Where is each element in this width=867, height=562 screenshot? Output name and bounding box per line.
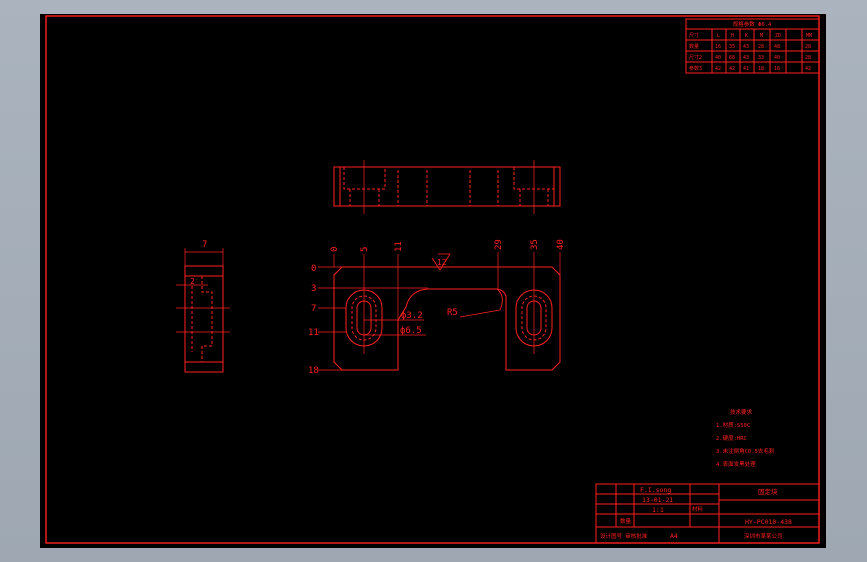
left-dim-11: 11 bbox=[308, 328, 319, 338]
title-block-text: F.I.song 13-01-21 1:1 固定块 HY-PC010-438 材… bbox=[600, 486, 792, 540]
svg-text:数量: 数量 bbox=[689, 43, 699, 50]
svg-text:L: L bbox=[717, 33, 720, 39]
svg-text:43: 43 bbox=[743, 55, 749, 61]
callout-hole-small: ф3.2 bbox=[401, 311, 423, 321]
tb-qty-label: 数量 bbox=[620, 517, 632, 525]
side-dim-width: 7 bbox=[202, 240, 207, 250]
callout-hole-large: ф6.5 bbox=[400, 326, 422, 336]
param-table-title: 规格参数 Φ6.4 bbox=[733, 20, 772, 28]
tech-note-3: 3.未注倒角C0.5去毛刺 bbox=[716, 447, 775, 455]
svg-text:16: 16 bbox=[774, 66, 780, 72]
tech-note-4: 4.表面发黑处理 bbox=[716, 460, 756, 468]
svg-text:K: K bbox=[745, 33, 748, 39]
svg-text:M: M bbox=[760, 33, 763, 39]
svg-text:ZD: ZD bbox=[775, 33, 781, 39]
svg-text:40: 40 bbox=[774, 55, 780, 61]
tb-paper-size: A4 bbox=[670, 532, 678, 540]
tb-bottom-left: 设计图号 审核批准 bbox=[600, 532, 648, 540]
tb-material-label: 材料 bbox=[692, 505, 704, 513]
svg-text:参数3: 参数3 bbox=[689, 65, 702, 72]
top-dim-35: 35 bbox=[530, 239, 540, 250]
svg-text:68: 68 bbox=[729, 55, 735, 61]
tech-note-1: 1.材质:S50C bbox=[716, 421, 750, 429]
title-block-lines bbox=[595, 483, 820, 544]
param-table-cells: 尺寸 L H K M ZD MM 数量 16 35 43 28 48 28 尺寸… bbox=[689, 32, 812, 72]
svg-text:42: 42 bbox=[805, 66, 811, 72]
front-view bbox=[318, 252, 561, 371]
tb-drawing-number: HY-PC010-438 bbox=[745, 518, 792, 526]
svg-text:43: 43 bbox=[743, 44, 749, 50]
left-dim-18: 18 bbox=[308, 366, 319, 376]
tb-designer: F.I.song bbox=[640, 486, 671, 494]
tb-company: 深圳市某某公司 bbox=[744, 532, 783, 540]
tech-note-2: 2.硬度:HRC bbox=[716, 434, 747, 442]
side-view bbox=[176, 248, 230, 373]
parameter-table-lines bbox=[685, 18, 820, 74]
svg-text:28: 28 bbox=[758, 44, 764, 50]
svg-text:33: 33 bbox=[758, 55, 764, 61]
svg-text:尺寸2: 尺寸2 bbox=[689, 54, 702, 61]
svg-text:35: 35 bbox=[729, 44, 735, 50]
svg-text:28: 28 bbox=[805, 44, 811, 50]
top-dim-29: 29 bbox=[494, 239, 504, 250]
svg-text:18: 18 bbox=[758, 66, 764, 72]
left-dim-7: 7 bbox=[311, 304, 316, 314]
callout-radius: R5 bbox=[447, 308, 458, 318]
svg-text:42: 42 bbox=[715, 66, 721, 72]
sheet-border bbox=[45, 15, 820, 544]
tb-date: 13-01-21 bbox=[642, 496, 673, 504]
top-dim-0: 0 bbox=[330, 247, 340, 252]
side-dim-hole: 2 bbox=[190, 277, 195, 286]
top-dim-5: 5 bbox=[360, 247, 370, 252]
tech-notes-title: 技术要求 bbox=[730, 408, 753, 416]
tb-scale: 1:1 bbox=[652, 506, 664, 514]
svg-text:尺寸: 尺寸 bbox=[689, 32, 699, 39]
top-dim-11: 11 bbox=[394, 241, 404, 252]
svg-text:42: 42 bbox=[729, 66, 735, 72]
left-dim-0: 0 bbox=[311, 264, 316, 274]
svg-text:16: 16 bbox=[715, 44, 721, 50]
drawing-sheet[interactable]: 7 2 0 5 11 29 35 40 0 3 7 11 18 12 ф3.2 … bbox=[40, 14, 826, 548]
tech-notes: 技术要求 1.材质:S50C 2.硬度:HRC 3.未注倒角C0.5去毛刺 4.… bbox=[716, 408, 775, 468]
left-dim-3: 3 bbox=[311, 284, 316, 294]
svg-text:H: H bbox=[731, 33, 734, 39]
svg-text:MM: MM bbox=[806, 33, 812, 39]
top-dim-40: 40 bbox=[556, 239, 566, 250]
svg-text:48: 48 bbox=[774, 44, 780, 50]
cad-drawing: 7 2 0 5 11 29 35 40 0 3 7 11 18 12 ф3.2 … bbox=[45, 15, 820, 544]
svg-text:41: 41 bbox=[743, 66, 749, 72]
svg-text:28: 28 bbox=[805, 55, 811, 61]
svg-text:40: 40 bbox=[715, 55, 721, 61]
tb-part-name: 固定块 bbox=[758, 487, 778, 496]
surface-finish-value: 12 bbox=[437, 258, 447, 267]
top-view bbox=[333, 160, 561, 214]
